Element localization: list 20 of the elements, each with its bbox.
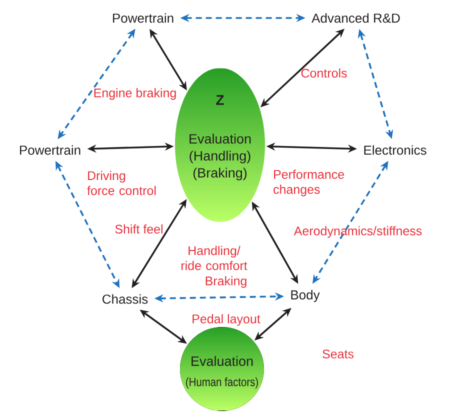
annotation-text: Handling/ ride comfort: [182, 246, 248, 270]
annotation-text: Driving force control: [87, 170, 156, 196]
annotation-text: Braking: [206, 276, 246, 288]
node-label: Powertrain: [113, 13, 174, 23]
node-label: Electronics: [364, 145, 426, 155]
node-label: Evaluation: [192, 356, 253, 366]
node-label: Evaluation (Handling) (Braking): [190, 134, 251, 180]
node-label: Powertrain: [20, 145, 80, 155]
node-label: Z: [216, 95, 224, 105]
node-label: Chassis: [102, 294, 148, 304]
annotation-text: Aerodynamics/stiffness: [294, 226, 422, 238]
annotation-text: Performance changes: [274, 170, 344, 196]
annotation-text: Shift feel: [115, 224, 162, 234]
annotation-text: Engine braking: [94, 88, 176, 100]
node-label: Body: [291, 290, 320, 302]
node-label: (Human factors): [186, 377, 258, 389]
annotation-text: Seats: [322, 350, 354, 358]
annotation-text: Pedal layout: [192, 314, 260, 326]
annotation-text: Controls: [301, 68, 347, 78]
node-label: Advanced R&D: [312, 13, 400, 23]
